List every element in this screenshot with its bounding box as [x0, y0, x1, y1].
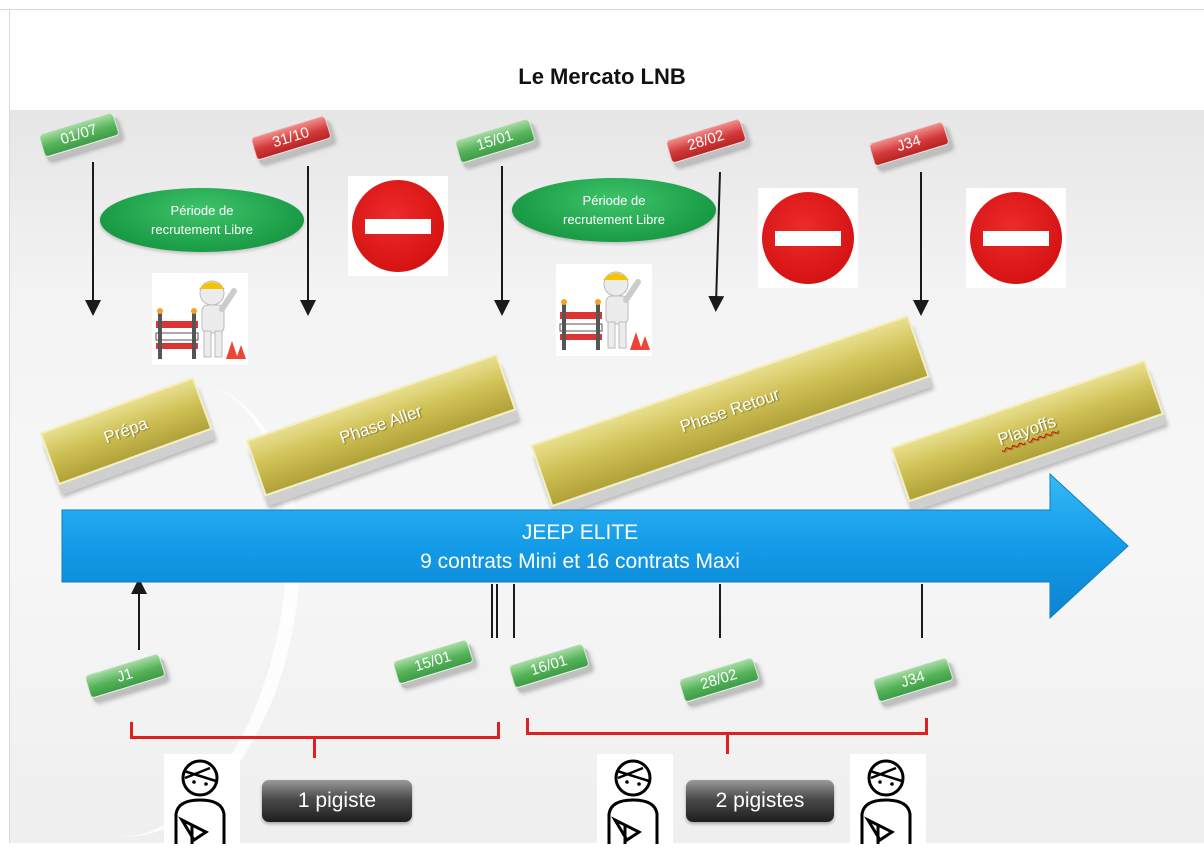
- free-recruitment-period: Période de recrutement Libre: [512, 178, 716, 242]
- bracket-stem: [726, 732, 729, 754]
- injured-player-icon: [164, 754, 240, 848]
- timeline-label-1: JEEP ELITE: [521, 521, 639, 544]
- free-recruitment-period: Période de recrutement Libre: [100, 188, 304, 252]
- bracket-stem: [313, 736, 316, 758]
- diagram-title: Le Mercato LNB: [518, 64, 686, 89]
- construction-worker-icon: [152, 273, 248, 365]
- no-entry-sign-icon: [758, 188, 858, 288]
- no-entry-sign-icon: [966, 188, 1066, 288]
- no-entry-sign-icon: [348, 176, 448, 276]
- construction-worker-icon: [556, 264, 652, 356]
- injured-player-icon: [597, 754, 673, 848]
- frame-top-border: [0, 9, 1204, 10]
- timeline-label-2: 9 contrats Mini et 16 contrats Maxi: [420, 550, 740, 573]
- pigiste-label: 2 pigistes: [686, 780, 834, 822]
- injured-player-icon: [850, 754, 926, 848]
- frame-left-border: [9, 9, 10, 843]
- pigiste-label: 1 pigiste: [262, 780, 412, 822]
